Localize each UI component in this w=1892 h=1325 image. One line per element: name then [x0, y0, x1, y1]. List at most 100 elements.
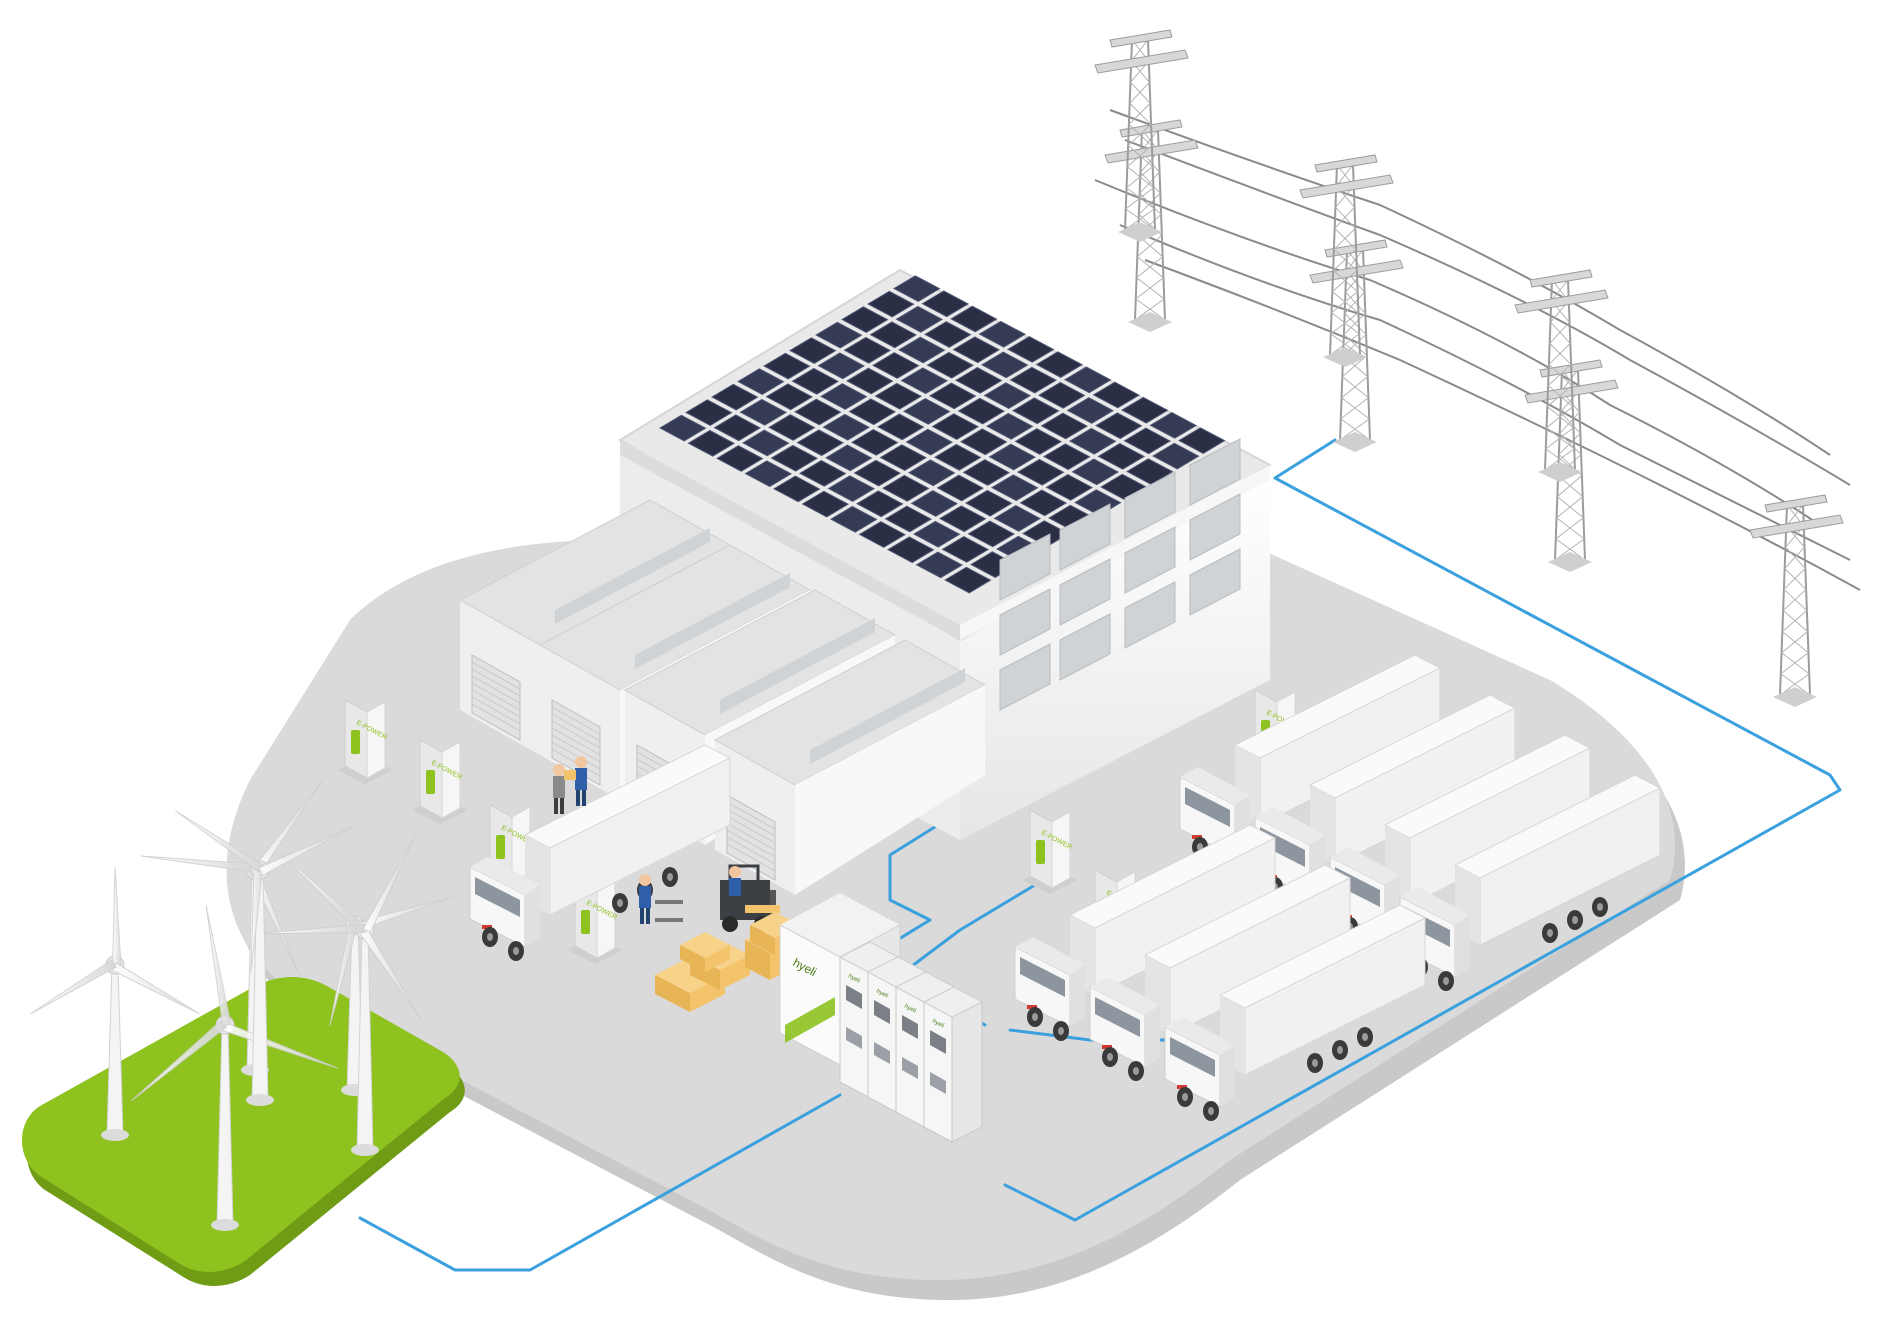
solar-panel: [817, 352, 866, 380]
svg-text:hyeli: hyeli: [903, 1003, 917, 1014]
solar-panel: [793, 398, 842, 426]
solar-panel: [954, 367, 1003, 394]
solar-panel: [1097, 443, 1146, 470]
solar-panel: [881, 474, 930, 502]
electric-truck: [469, 744, 732, 961]
building-right-wall: [960, 480, 1270, 840]
workers: [553, 756, 741, 924]
solar-panel: [910, 490, 959, 517]
solar-panel: [801, 490, 850, 518]
solar-panel: [897, 336, 946, 364]
solar-panel: [1035, 351, 1084, 378]
ev-charger: E-POWER: [337, 699, 393, 784]
solar-panel: [1040, 412, 1089, 440]
window: [1189, 438, 1241, 506]
svg-text:hyeli: hyeli: [875, 988, 889, 999]
transmission-tower: [1299, 154, 1394, 367]
ev-charger: E-POWER: [412, 739, 468, 824]
solar-panel: [985, 412, 1034, 440]
svg-text:hyeli: hyeli: [931, 1018, 945, 1029]
solar-panel: [1016, 458, 1065, 486]
solar-panel: [1120, 396, 1169, 424]
solar-panel: [907, 459, 956, 487]
solar-panel: [1177, 427, 1226, 454]
solar-panel: [687, 429, 736, 457]
solar-panel: [1151, 442, 1200, 470]
solar-panel: [892, 275, 941, 302]
window: [1059, 503, 1111, 571]
electric-truck: [1089, 864, 1352, 1081]
solar-panel: [1037, 381, 1086, 409]
window: [999, 533, 1051, 601]
solar-panel: [1125, 458, 1174, 485]
solar-panel: [1011, 397, 1060, 425]
solar-panel: [744, 460, 793, 488]
wind-turbine: [30, 867, 200, 1141]
wind-turbine: [130, 905, 338, 1231]
solar-panel: [1071, 458, 1120, 486]
electric-truck: [1399, 774, 1662, 991]
solar-panel: [983, 382, 1032, 409]
ev-charger: E-POWER: [567, 879, 623, 964]
solar-panel: [936, 474, 985, 502]
solar-panel: [959, 428, 1008, 456]
wind-turbines: [30, 777, 455, 1231]
warehouse-wing: [713, 639, 987, 895]
wind-turbine: [174, 810, 355, 1106]
transmission-tower: [1094, 29, 1189, 242]
solar-panel: [941, 536, 990, 563]
solar-panel: [765, 383, 814, 411]
solar-panel: [788, 337, 837, 364]
solar-panel: [967, 520, 1016, 548]
solar-panel: [824, 444, 873, 472]
solar-panel: [798, 460, 847, 487]
solar-panel: [931, 413, 980, 440]
window: [1059, 613, 1111, 681]
solar-panel: [1063, 366, 1112, 394]
solar-panel: [850, 429, 899, 456]
building-windows: [999, 438, 1241, 711]
solar-panel: [1092, 381, 1141, 409]
transmission-tower: [1514, 269, 1609, 482]
transmission-tower: [1749, 494, 1844, 707]
solar-panel: [855, 490, 904, 518]
solar-panel: [869, 321, 918, 349]
electric-truck: [1014, 824, 1277, 1041]
solar-panel: [990, 474, 1039, 502]
solar-array: [658, 275, 1226, 594]
solar-panel: [715, 445, 764, 472]
battery-cabinet: hyeli: [922, 986, 984, 1143]
solar-panel: [1068, 427, 1117, 455]
solar-panel: [1006, 336, 1055, 363]
window: [1189, 548, 1241, 616]
solar-panel: [1066, 397, 1115, 424]
solar-panel: [993, 505, 1042, 532]
solar-panel: [770, 444, 819, 472]
solar-panel: [886, 536, 935, 564]
window: [999, 588, 1051, 656]
solar-panel: [933, 443, 982, 471]
solar-panel: [902, 398, 951, 425]
cable-wind-to-storage: [358, 1093, 842, 1272]
window: [1189, 493, 1241, 561]
solar-panel: [964, 489, 1013, 517]
solar-panel: [1094, 412, 1143, 440]
svg-text:hyeli: hyeli: [847, 973, 861, 984]
solar-panel: [684, 399, 733, 426]
solar-panel: [829, 505, 878, 533]
solar-panel: [762, 352, 811, 380]
electric-trucks: [469, 654, 1662, 1121]
solar-panel: [858, 521, 907, 548]
solar-panel: [952, 336, 1001, 364]
solar-panel: [658, 414, 707, 442]
solar-panel: [1149, 412, 1198, 439]
solar-panel: [791, 367, 840, 395]
transmission-towers: [1094, 29, 1844, 707]
solar-panel: [843, 336, 892, 364]
solar-panel: [1014, 428, 1063, 455]
window: [999, 643, 1051, 711]
transmission-lines: [1094, 109, 1861, 591]
solar-panel: [928, 382, 977, 410]
